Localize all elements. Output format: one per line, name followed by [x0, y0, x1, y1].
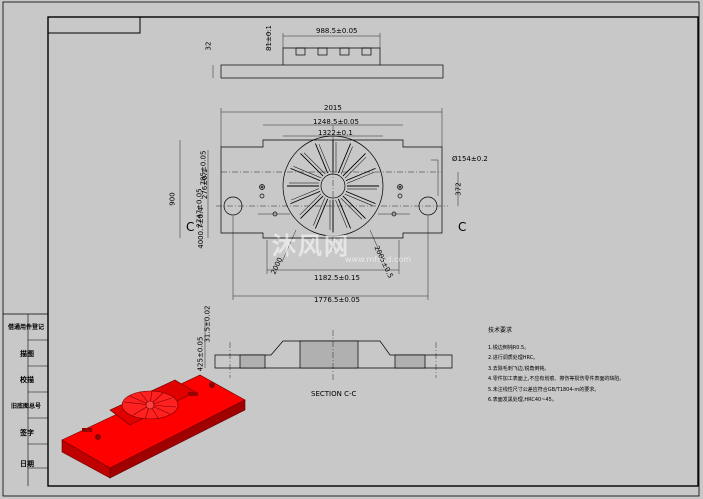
section-label: SECTION C-C — [311, 390, 357, 398]
watermark: 沐风网 — [272, 232, 350, 260]
dim-sec-h2: 425±0.05 — [196, 336, 205, 372]
dim-1322: 1322±0.1 — [318, 129, 353, 137]
plan-view — [179, 108, 459, 300]
title-row-date: 日期 — [20, 460, 34, 468]
note-item: 4.零件加工表面上,不应有划痕、擦伤等损伤零件表面的缺陷。 — [488, 376, 625, 382]
technical-notes: 技术要求 1.锐边倒钝R0.5。 2.进行调质处理HRC。 3.去除毛刺飞边,锐… — [488, 326, 624, 406]
note-item: 2.进行调质处理HRC。 — [488, 355, 539, 361]
section-view — [204, 320, 453, 380]
section-marker-left: C — [186, 220, 195, 234]
dim-2747: 2747±0.05 — [195, 188, 204, 228]
watermark-url: www.mfcad.com — [345, 255, 412, 264]
title-row-check: 校描 — [20, 376, 34, 384]
dim-sec-h1: 31.5±0.02 — [203, 305, 212, 343]
dim-1182: 1182.5±0.15 — [314, 274, 360, 282]
dim-1776: 1776.5±0.05 — [314, 296, 360, 304]
top-view — [212, 30, 444, 79]
title-row-old-drawing-no: 旧底图总号 — [10, 403, 41, 410]
3d-model — [61, 374, 246, 479]
dim-top-h1: 32 — [204, 41, 213, 51]
inner-frame — [47, 16, 699, 487]
notes-title: 技术要求 — [488, 327, 513, 334]
dim-top-h2: 81±0.1 — [264, 25, 273, 51]
note-item: 6.表面发黑处理,HRC40~45。 — [488, 397, 557, 403]
note-item: 5.未注线性尺寸公差应符合GB/T1804-m的要求。 — [488, 386, 600, 393]
title-row-trace: 描图 — [20, 350, 34, 358]
note-item: 3.去除毛刺飞边,锐角倒钝。 — [488, 365, 550, 372]
title-row-signature: 签字 — [20, 429, 34, 437]
dim-hole-dia: Ø154±0.2 — [452, 155, 488, 163]
section-marker-right: C — [458, 220, 467, 234]
corner-box — [47, 16, 141, 34]
note-item: 1.锐边倒钝R0.5。 — [488, 344, 530, 351]
dim-overall-width: 2015 — [324, 104, 342, 112]
dim-1248: 1248.5±0.05 — [313, 118, 359, 126]
dim-372: 372 — [454, 182, 463, 196]
title-row-registration: 借通用件登记 — [7, 324, 44, 331]
dim-height-900: 900 — [168, 192, 177, 206]
dim-top-width: 988.5±0.05 — [316, 27, 358, 35]
